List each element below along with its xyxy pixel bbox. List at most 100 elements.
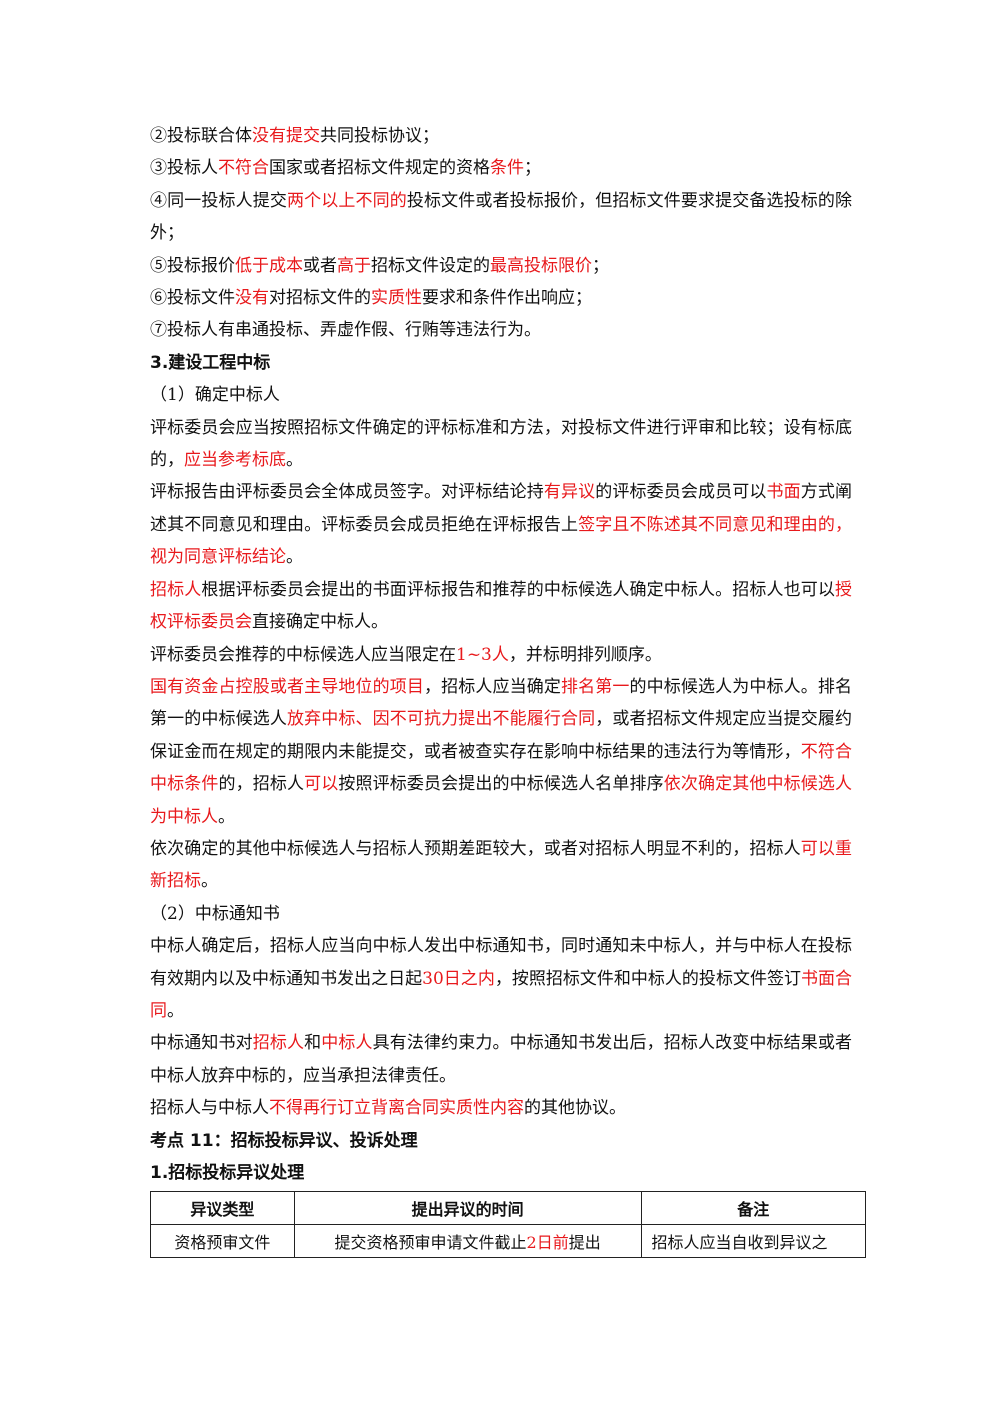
highlighted-text: 国有资金占控股或者主导地位的项目: [150, 676, 424, 697]
text-run: 招标人应当自收到异议之: [651, 1233, 828, 1253]
text-run: 对招标文件的: [269, 288, 371, 309]
paragraph: 依次确定的其他中标候选人与招标人预期差距较大，或者对招标人明显不利的，招标人可以…: [150, 833, 852, 898]
text-run: 评标委员会推荐的中标候选人应当限定在: [150, 644, 456, 665]
highlighted-text: 条件: [490, 158, 524, 179]
highlighted-text: 排名第一: [561, 676, 630, 697]
highlighted-text: 不符合中标条件: [150, 741, 852, 795]
text-run: ⑦投标人有串通投标、弄虚作假、行贿等违法行为。: [150, 320, 541, 341]
highlighted-text: 没有: [235, 288, 269, 309]
text-run: 中标通知书对: [150, 1033, 253, 1054]
text-run: （1）确定中标人: [150, 385, 280, 406]
paragraph: 国有资金占控股或者主导地位的项目，招标人应当确定排名第一的中标候选人为中标人。排…: [150, 671, 852, 833]
text-run: 。: [167, 1000, 184, 1021]
table-row: 资格预审文件 提交资格预审申请文件截止2日前提出招标人应当自收到异议之: [150, 1224, 867, 1259]
text-run: ，按照招标文件和中标人的投标文件签订: [494, 968, 801, 989]
text-run: 具有法律约束力。中标通知书发出后，招标人改变中标结果或者中标人放弃中标的，应当承…: [150, 1033, 852, 1086]
text-run: 的评标委员会成员可以: [595, 482, 767, 503]
text-run: 的其他协议。: [524, 1098, 626, 1119]
text-run: ③投标人: [150, 158, 218, 179]
objection-table: 异议类型提出异议的时间备注资格预审文件 提交资格预审申请文件截止2日前提出招标人应…: [150, 1191, 867, 1259]
document-body: ②投标联合体没有提交共同投标协议；③投标人不符合国家或者招标文件规定的资格条件；…: [150, 120, 867, 1259]
text-run: 评标报告由评标委员会全体成员签字。对评标结论持: [150, 482, 544, 503]
highlighted-text: 两个以上不同的: [287, 190, 407, 211]
paragraph: 评标委员会推荐的中标候选人应当限定在1~3人，并标明排列顺序。: [150, 639, 852, 671]
table-cell: 提交资格预审申请文件截止2日前提出: [293, 1224, 642, 1259]
text-run: 依次确定的其他中标候选人与招标人预期差距较大，或者对招标人明显不利的，招标人: [150, 838, 801, 859]
paragraph: （2）中标通知书: [150, 898, 852, 930]
section-heading: 3.建设工程中标: [150, 347, 852, 379]
text-run: 的，招标人: [218, 774, 305, 795]
highlighted-text: 授权评标委员会: [150, 579, 852, 633]
text-run: 国家或者招标文件规定的资格: [269, 158, 490, 179]
highlighted-text: 没有提交: [252, 126, 320, 146]
table-cell: 招标人应当自收到异议之: [640, 1224, 867, 1259]
text-run: 资格预审文件: [174, 1233, 271, 1253]
text-run: 考点 11：招标投标异议、投诉处理: [150, 1130, 418, 1151]
column-header: 提出异议的时间: [293, 1191, 642, 1226]
column-header: 备注: [640, 1191, 867, 1226]
text-run: 直接确定中标人。: [252, 612, 388, 633]
highlighted-text: 书面合同: [150, 968, 853, 1021]
highlighted-text: 应当参考标底: [184, 450, 286, 471]
text-run: 中标人确定后，招标人应当向中标人发出中标通知书，同时通知未中标人，并与中标人在投…: [150, 936, 852, 989]
text-run: （2）中标通知书: [150, 903, 280, 924]
text-run: 方式阐述其不同意见和理由。评标委员会成员拒绝在评标报告上: [150, 482, 852, 535]
section-heading: 1.招标投标异议处理: [150, 1157, 852, 1189]
paragraph: 评标委员会应当按照招标文件确定的评标标准和方法，对投标文件进行评审和比较；设有标…: [150, 412, 852, 477]
highlighted-text: 招标人: [150, 579, 202, 600]
text-run: 共同投标协议；: [320, 126, 439, 146]
table-header-row: 异议类型提出异议的时间备注: [150, 1191, 867, 1226]
paragraph: 招标人与中标人不得再行订立背离合同实质性内容的其他协议。: [150, 1092, 852, 1124]
text-run: 的中标候选人为中标人。排名第一的中标候选人: [150, 676, 852, 730]
text-run: ，并标明排列顺序。: [508, 644, 662, 665]
highlighted-text: 签字且不陈述其不同意见和理由的，视为同意评标结论: [150, 514, 852, 568]
text-run: 招标文件设定的: [371, 255, 490, 276]
text-run: 招标人与中标人: [150, 1098, 269, 1119]
text-run: ⑥投标文件: [150, 288, 235, 309]
text-run: 。: [201, 871, 218, 892]
text-run: 按照评标委员会提出的中标候选人名单排序: [338, 774, 664, 795]
highlighted-text: 2日前: [526, 1233, 569, 1253]
paragraph: 评标报告由评标委员会全体成员签字。对评标结论持有异议的评标委员会成员可以书面方式…: [150, 476, 852, 573]
text-run: 投标文件或者投标报价，但招标文件要求提交备选投标的除外；: [150, 190, 852, 244]
text-run: 。: [218, 806, 235, 827]
highlighted-text: 依次确定其他中标候选人为中标人: [150, 774, 852, 827]
paragraph: ④同一投标人提交两个以上不同的投标文件或者投标报价，但招标文件要求提交备选投标的…: [150, 185, 852, 250]
section-heading: 考点 11：招标投标异议、投诉处理: [150, 1125, 852, 1157]
highlighted-text: 低于成本: [235, 255, 303, 276]
text-run: ②投标联合体: [150, 126, 252, 146]
text-run: ；: [592, 255, 609, 276]
highlighted-text: 实质性: [371, 288, 422, 309]
text-run: ，招标人应当确定: [424, 676, 561, 697]
highlighted-text: 书面: [766, 482, 801, 503]
highlighted-text: 1~3人: [456, 644, 509, 665]
table-cell: 资格预审文件: [150, 1224, 295, 1259]
text-run: 或者: [303, 255, 337, 276]
paragraph: ③投标人不符合国家或者招标文件规定的资格条件；: [150, 152, 852, 184]
text-run: 提出: [568, 1233, 601, 1253]
text-run: 根据评标委员会提出的书面评标报告和推荐的中标候选人确定中标人。招标人也可以: [201, 579, 835, 600]
text-run: ，或者招标文件规定应当提交履约保证金而在规定的期限内未能提交，或者被查实存在影响…: [150, 709, 852, 762]
text-run: ④同一投标人提交: [150, 190, 287, 211]
paragraph: ⑥投标文件没有对招标文件的实质性要求和条件作出响应；: [150, 282, 852, 314]
highlighted-text: 招标人: [252, 1033, 305, 1054]
text-run: 评标委员会应当按照招标文件确定的评标标准和方法，对投标文件进行评审和比较；设有标…: [150, 417, 852, 471]
highlighted-text: 最高投标限价: [490, 255, 592, 276]
paragraph: ⑤投标报价低于成本或者高于招标文件设定的最高投标限价；: [150, 250, 852, 282]
text-run: ⑤投标报价: [150, 255, 235, 276]
highlighted-text: 30日之内: [422, 968, 495, 989]
column-header: 异议类型: [150, 1191, 295, 1226]
highlighted-text: 可以: [304, 774, 339, 795]
text-run: 。: [286, 450, 303, 471]
highlighted-text: 有异议: [543, 482, 596, 503]
text-run: 和: [304, 1033, 322, 1054]
highlighted-text: 高于: [337, 255, 371, 276]
paragraph: 中标通知书对招标人和中标人具有法律约束力。中标通知书发出后，招标人改变中标结果或…: [150, 1027, 852, 1092]
paragraph: （1）确定中标人: [150, 379, 852, 411]
text-run: 1.招标投标异议处理: [150, 1163, 305, 1183]
paragraph: 中标人确定后，招标人应当向中标人发出中标通知书，同时通知未中标人，并与中标人在投…: [150, 930, 852, 1027]
highlighted-text: 可以重新招标: [150, 838, 852, 892]
highlighted-text: 放弃中标、因不可抗力提出不能履行合同: [287, 709, 596, 730]
highlighted-text: 不符合: [218, 158, 269, 179]
paragraph: ②投标联合体没有提交共同投标协议；: [150, 120, 852, 152]
